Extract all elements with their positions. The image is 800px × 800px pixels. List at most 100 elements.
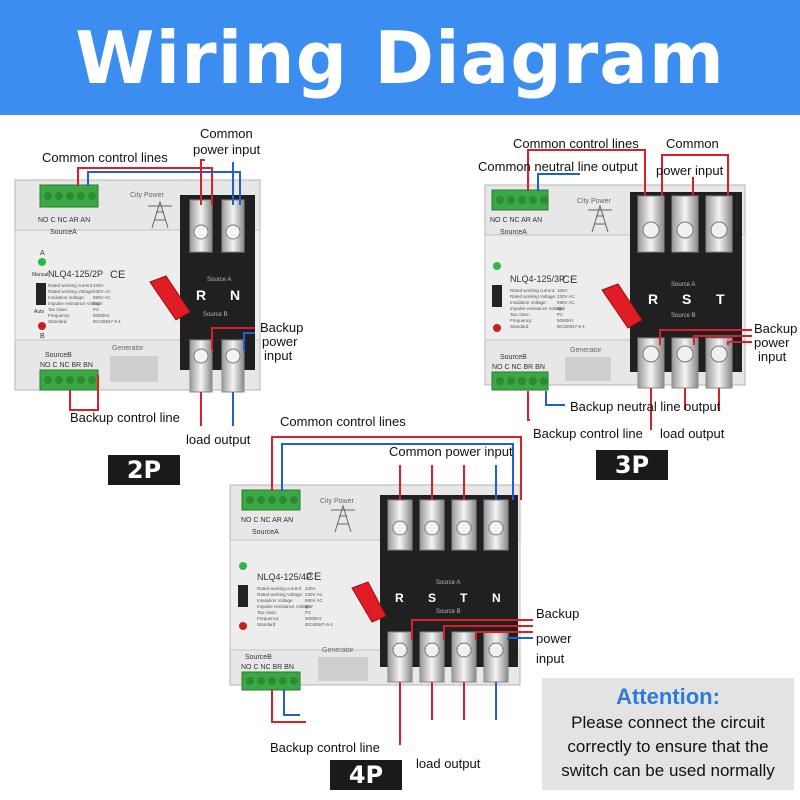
label-3p-common-power-1: Common [666,136,719,151]
badge-2p: 2P [108,455,180,485]
svg-text:Manual: Manual [32,272,48,278]
attention-line-3: switch can be used normally [561,761,775,780]
power-tower-icon [148,200,172,229]
svg-text:Impulse resistance Voltage:: Impulse resistance Voltage: [257,604,312,609]
svg-text:Tax class:: Tax class: [510,312,530,317]
ce-mark-icon: CE [110,269,125,281]
svg-text:IEC60947-6-1: IEC60947-6-1 [305,622,334,627]
green-indicator-icon [38,258,46,266]
label-3p-backup-power-1: Backup [754,321,798,336]
svg-text:Source B: Source B [436,609,461,615]
svg-text:Standard:: Standard: [510,324,530,329]
attention-line-2: correctly to ensure that the [567,737,769,756]
device-2p-bottom-terminal-2 [221,339,245,393]
label-2p-backup-power-1: Backup [260,320,304,335]
svg-text:Tax class:: Tax class: [257,610,277,615]
svg-text:IEC60947-6-1: IEC60947-6-1 [557,324,586,329]
label-2p-backup-power-3: input [264,348,293,363]
label-2p-load-output: load output [186,432,251,447]
red-indicator-icon [239,622,247,630]
attention-line-1: Please connect the circuit [571,713,765,732]
svg-text:NO C NC BR BN: NO C NC BR BN [40,362,93,369]
green-indicator-icon [493,262,501,270]
label-2p-common-power-2: power input [193,142,261,157]
label-2p-common-control: Common control lines [42,150,168,165]
label-3p-backup-control: Backup control line [533,426,643,441]
generator-icon [110,356,158,382]
svg-text:Rated working current:: Rated working current: [48,283,93,288]
svg-text:Tax class:: Tax class: [48,307,68,312]
label-4p-common-power: Common power input [389,444,513,459]
svg-text:230V AC: 230V AC [557,294,576,299]
svg-text:Standard:: Standard: [48,319,68,324]
label-4p-backup-power-2: power [536,631,572,646]
svg-text:690V AC: 690V AC [305,598,324,603]
device-2p-source-a: SourceA [50,229,77,236]
svg-text:Generator: Generator [322,647,354,654]
svg-text:NO C NC AR AN: NO C NC AR AN [241,517,293,524]
device-3p: NO C NC AR AN SourceA City Power R S T S… [484,184,746,391]
svg-text:50/60Hz: 50/60Hz [557,318,575,323]
device-2p-terminal-a-text: NO C NC AR AN [38,217,90,224]
svg-text:690V AC: 690V AC [557,300,576,305]
label-3p-common-neutral: Common neutral line output [478,159,638,174]
svg-text:PC: PC [305,610,312,615]
wires-3p [527,149,752,430]
svg-text:Source A: Source A [671,282,695,288]
svg-text:SourceA: SourceA [500,229,527,236]
svg-text:T: T [716,291,725,307]
svg-text:T: T [460,591,468,605]
generator-icon [565,357,611,381]
device-3p-handle [601,283,643,329]
label-3p-backup-power-3: input [758,349,787,364]
svg-text:NO C NC BR BN: NO C NC BR BN [241,664,294,671]
power-tower-icon [588,204,612,233]
svg-text:230V AC: 230V AC [305,592,324,597]
svg-text:Rated working current:: Rated working current: [510,288,555,293]
device-2p: NO C NC AR AN SourceA City Power R N Sou… [14,179,261,393]
svg-text:Frequency:: Frequency: [48,313,71,318]
svg-text:690V AC: 690V AC [93,295,112,300]
wires-4p [271,436,533,745]
svg-text:8kV: 8kV [557,306,565,311]
label-3p-common-control: Common control lines [513,136,639,151]
label-4p-backup-control: Backup control line [270,740,380,755]
wires-2p [69,159,255,426]
svg-text:PC: PC [557,312,564,317]
label-4p-backup-power-1: Backup [536,606,580,621]
svg-text:Generator: Generator [570,347,602,354]
device-4p-handle [351,581,387,623]
page-title: Wiring Diagram [75,15,725,100]
label-3p-load-output: load output [660,426,725,441]
svg-text:NO C NC AR AN: NO C NC AR AN [490,217,542,224]
svg-text:NLQ4-125/3P: NLQ4-125/3P [510,274,565,284]
svg-text:Insulation Voltage:: Insulation Voltage: [510,300,547,305]
svg-text:City Power: City Power [577,198,612,205]
device-2p-bottom-terminal-1 [189,339,213,393]
svg-text:SourceB: SourceB [245,654,272,661]
label-2p-backup-power-2: power [262,334,298,349]
device-2p-model: NLQ4-125/2P [48,269,103,279]
svg-text:8kV: 8kV [93,301,101,306]
svg-text:Impulse resistance Voltage:: Impulse resistance Voltage: [510,306,565,311]
red-indicator-icon [38,322,46,330]
svg-text:SourceB: SourceB [45,352,72,359]
device-2p-city-power: City Power [130,192,165,199]
device-2p-handle [149,275,191,321]
generator-icon [318,657,368,681]
ce-mark-icon: CE [562,274,577,286]
svg-text:IEC60947-6-1: IEC60947-6-1 [93,319,122,324]
svg-text:NLQ4-125/4P: NLQ4-125/4P [257,572,312,582]
svg-text:100A: 100A [305,586,316,591]
device-2p-lamp-a-label: A [40,250,45,257]
label-4p-common-control: Common control lines [280,414,406,429]
svg-text:Auto: Auto [34,309,45,315]
svg-text:S: S [682,291,691,307]
svg-text:R: R [395,591,404,605]
green-indicator-icon [239,562,247,570]
label-3p-backup-neutral: Backup neutral line output [570,399,721,414]
svg-text:Standard:: Standard: [257,622,277,627]
svg-text:100A: 100A [93,283,104,288]
power-tower-icon [331,504,355,533]
attention-title: Attention: [616,684,720,709]
